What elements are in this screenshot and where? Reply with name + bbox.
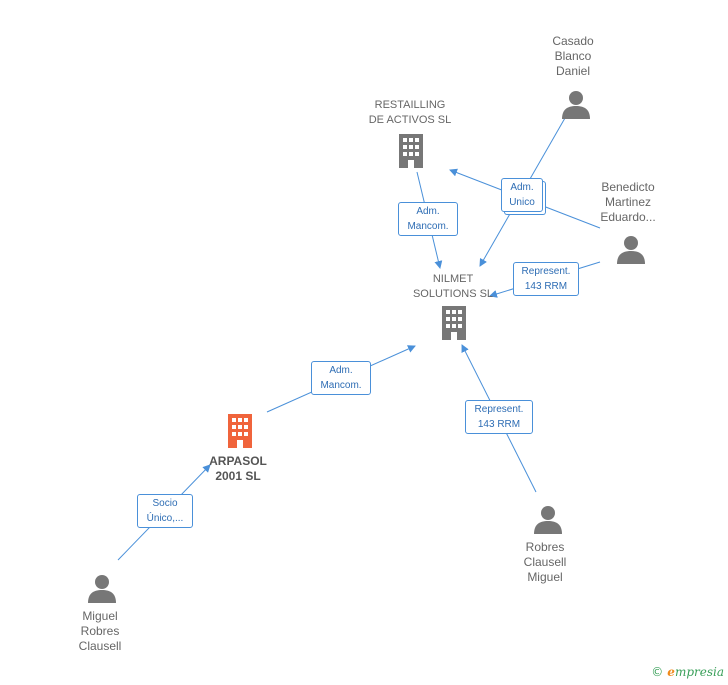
brand-name: mpresia [674, 665, 724, 679]
edge-label-represent-robres[interactable]: Represent. 143 RRM [465, 400, 533, 434]
person-icon-robres-miguel[interactable] [533, 504, 563, 534]
edge-label-socio-unico[interactable]: Socio Único,... [137, 494, 193, 528]
node-label-nilmet[interactable]: NILMET SOLUTIONS SL [412, 273, 494, 300]
node-label-arpasol[interactable]: ARPASOL 2001 SL [209, 454, 267, 483]
building-icon-restailling[interactable] [396, 134, 426, 168]
person-icon-casado[interactable] [561, 89, 591, 119]
edge-label-represent-benedicto[interactable]: Represent. 143 RRM [513, 262, 579, 296]
node-label-restailling[interactable]: RESTAILLING DE ACTIVOS SL [368, 99, 452, 126]
node-label-robres-miguel[interactable]: Robres Clausell Miguel [523, 540, 567, 584]
building-icon-arpasol[interactable] [225, 414, 255, 448]
brand-footer[interactable]: ©empresia [651, 665, 724, 679]
edge-label-adm-mancom-arpasol[interactable]: Adm. Mancom. [311, 361, 371, 395]
edge-label-adm-unico[interactable]: Adm. Unico [501, 178, 543, 212]
edge-label-adm-mancom-restailling[interactable]: Adm. Mancom. [398, 202, 458, 236]
node-label-benedicto[interactable]: Benedicto Martinez Eduardo... [600, 180, 656, 224]
person-icon-miguel-robres[interactable] [87, 573, 117, 603]
person-icon-benedicto[interactable] [616, 234, 646, 264]
brand-initial: e [667, 665, 675, 679]
building-icon-nilmet[interactable] [439, 306, 469, 340]
node-label-miguel-robres[interactable]: Miguel Robres Clausell [78, 609, 122, 653]
copyright-icon: © [651, 665, 664, 679]
node-label-casado[interactable]: Casado Blanco Daniel [552, 34, 594, 78]
